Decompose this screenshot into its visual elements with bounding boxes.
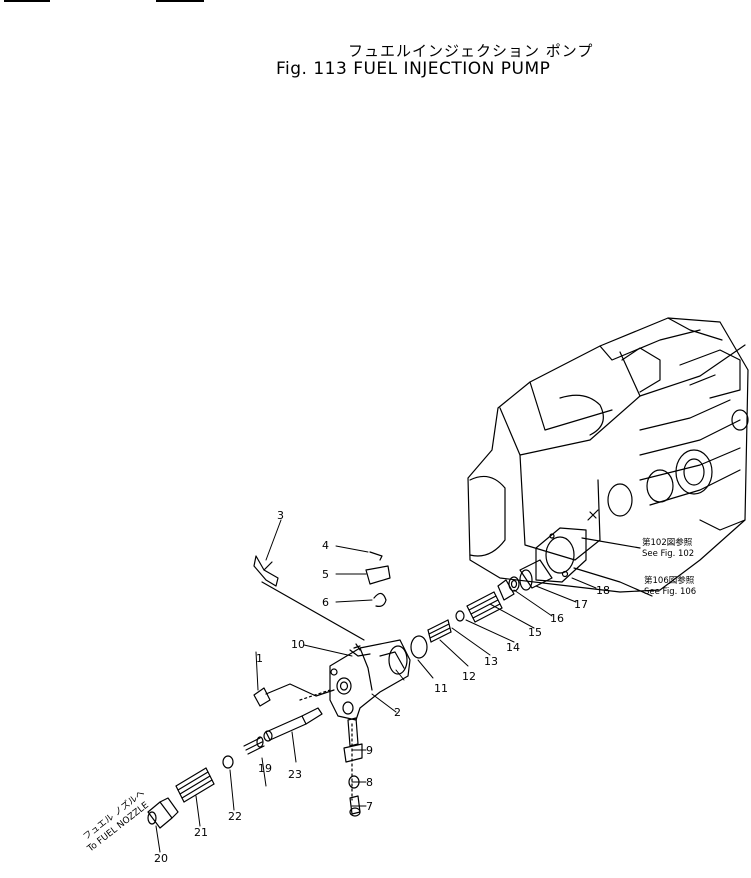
- leader-lines: [155, 519, 597, 853]
- part-13-washer: [455, 610, 465, 622]
- part-1-pin: [253, 683, 335, 707]
- callout-1: 1: [256, 652, 263, 665]
- part-7-plug: [349, 795, 361, 817]
- ref-1-jp: 第102図参照: [642, 537, 693, 548]
- callout-3: 3: [277, 509, 284, 522]
- ref-2-en: See Fig. 106: [644, 587, 696, 597]
- part-6-clip: [373, 592, 387, 607]
- ref-2-jp: 第106図参照: [644, 575, 695, 586]
- callout-5: 5: [322, 568, 329, 581]
- part-21-spring: [175, 767, 215, 803]
- part-20-fitting: [147, 797, 179, 829]
- callout-22: 22: [228, 810, 242, 823]
- part-2-body: [329, 639, 411, 721]
- corner-rule-left: [4, 0, 50, 2]
- callout-11: 11: [434, 682, 448, 695]
- callout-8: 8: [366, 776, 373, 789]
- callout-18: 18: [596, 584, 610, 597]
- callout-6: 6: [322, 596, 329, 609]
- part-15: [497, 579, 515, 601]
- callout-4: 4: [322, 539, 329, 552]
- figure-title-english: Fig. 113 FUEL INJECTION PUMP: [276, 59, 551, 79]
- callout-19: 19: [258, 762, 272, 775]
- figure-title-japanese: フュエルインジェクション ポンプ: [348, 42, 594, 60]
- part-10-bolt: [353, 643, 361, 651]
- pump-housing: [467, 317, 749, 593]
- part-23-shaft: [263, 707, 323, 742]
- part-17-sleeve: [519, 559, 553, 591]
- reference-notes: 第102図参照 See Fig. 102 第106図参照 See Fig. 10…: [642, 537, 696, 597]
- part-5-plate: [365, 565, 391, 585]
- callout-16: 16: [550, 612, 564, 625]
- corner-rule-right: [156, 0, 204, 2]
- callout-7: 7: [366, 800, 373, 813]
- callout-17: 17: [574, 598, 588, 611]
- callout-13: 13: [484, 655, 498, 668]
- callout-21: 21: [194, 826, 208, 839]
- callout-9: 9: [366, 744, 373, 757]
- part-22-washer: [222, 755, 234, 769]
- part-4: [369, 551, 383, 561]
- part-9-bolt: [343, 717, 363, 763]
- callout-20: 20: [154, 852, 168, 865]
- callout-15: 15: [528, 626, 542, 639]
- fuel-nozzle-note: フュエル ノズルへ To FUEL NOZZLE: [80, 787, 151, 855]
- callout-12: 12: [462, 670, 476, 683]
- callout-10: 10: [291, 638, 305, 651]
- part-12-spring: [427, 619, 452, 643]
- part-11-oring: [410, 635, 428, 659]
- part-16: [508, 576, 520, 592]
- part-3-bracket: [253, 555, 365, 641]
- part-19-spring: [243, 736, 265, 755]
- callout-labels: 1 2 3 4 5 6 7 8 9 10 11 12 13 14 15 16 1…: [154, 509, 610, 865]
- ref-1-en: See Fig. 102: [642, 549, 694, 559]
- gasket-18: [535, 527, 587, 583]
- part-14-spring: [466, 591, 503, 623]
- callout-23: 23: [288, 768, 302, 781]
- callout-2: 2: [394, 706, 401, 719]
- callout-14: 14: [506, 641, 520, 654]
